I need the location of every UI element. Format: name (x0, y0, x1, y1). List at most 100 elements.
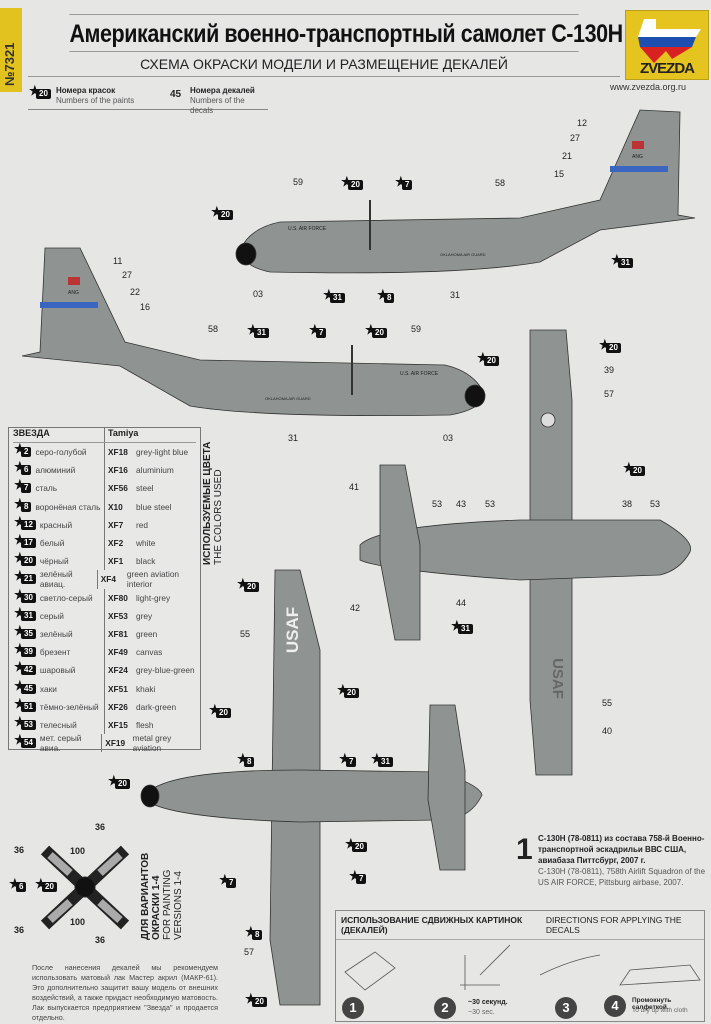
side-marking-1: U.S. AIR FORCE (288, 226, 327, 232)
paint-callout: 7 (395, 177, 413, 190)
decal-callout: 59 (411, 324, 422, 334)
color-name-en: green aviation interior (126, 569, 180, 590)
page-subtitle: СХЕМА ОКРАСКИ МОДЕЛИ И РАЗМЕЩЕНИЕ ДЕКАЛЕ… (28, 56, 620, 77)
tamiya-code: XF26 (108, 701, 128, 712)
color-name-ru: серый (39, 610, 64, 621)
paint-star-badge: 20 (14, 553, 36, 567)
propeller-diagram (40, 845, 130, 930)
color-name-ru: светло-серый (39, 592, 93, 603)
paint-callout: 20 (477, 353, 499, 366)
color-name-ru: хаки (39, 683, 57, 694)
propeller-decal-callout: 36 (95, 935, 106, 945)
tamiya-code: XF19 (105, 738, 126, 749)
decal-callout: 57 (604, 389, 615, 399)
tamiya-code: XF16 (108, 465, 128, 476)
color-name-en: dark-green (136, 701, 177, 712)
color-name-en: grey (136, 610, 153, 621)
decal-callout: 31 (450, 290, 461, 300)
paint-callout: 20 (245, 994, 267, 1007)
col-tamiya: Tamiya (108, 428, 139, 438)
decal-callout: 03 (253, 289, 264, 299)
paint-star-badge: 12 (14, 517, 36, 530)
propeller-decal-callout: 36 (14, 845, 25, 855)
tamiya-code: XF7 (108, 519, 124, 530)
paint-star-badge: 8 (14, 499, 32, 512)
propeller-decal-callout: 100 (70, 846, 86, 856)
decal-callout: 59 (293, 177, 304, 187)
versions-en-2: VERSIONS 1-4 (173, 871, 184, 940)
guard-marking-1: OKLAHOMA AIR GUARD (440, 252, 486, 257)
decal-callout: 11 (113, 256, 123, 266)
decal-callout: 58 (495, 178, 506, 188)
decal-callout: 44 (456, 598, 467, 608)
paint-callout: 31 (611, 255, 633, 268)
decal-callout: 55 (602, 698, 613, 708)
step-2-en: ~30 sec. (468, 1009, 495, 1016)
paint-callout: 8 (237, 754, 255, 767)
versions-ru-2: ОКРАСКИ 1-4 (151, 875, 162, 940)
color-name-ru: зелёный авиац. (39, 569, 73, 590)
paint-star-badge: 51 (14, 699, 36, 712)
flag-star-icon (638, 19, 701, 63)
paint-callout: 7 (219, 875, 237, 888)
step-1: 1 (342, 997, 364, 1019)
color-name-ru: шаровый (39, 665, 76, 676)
color-name-ru: серо-голубой (35, 447, 87, 458)
color-name-ru: мет. серый авиа. (39, 733, 82, 754)
step-4-en: To dry up with cloth (632, 1007, 688, 1014)
side-view-left (21, 247, 486, 416)
wing-marking-top: USAF (548, 658, 566, 699)
decal-title-ru: ИСПОЛЬЗОВАНИЕ СДВИЖНЫХ КАРТИНОК (ДЕКАЛЕЙ… (341, 915, 523, 935)
decal-callout: 57 (244, 947, 255, 957)
colors-used-ru: ИСПОЛЬЗУЕМЫЕ ЦВЕТА (202, 441, 213, 565)
decal-callout: 27 (570, 133, 581, 143)
decal-callout: 39 (604, 365, 615, 375)
tamiya-code: X10 (108, 501, 123, 512)
paint-badge: 20 (29, 86, 51, 99)
page-title: Американский военно-транспортный самолет… (69, 14, 623, 52)
propeller-paint-callout: 20 (35, 879, 57, 892)
version-en: C-130H (78-0811), 758th Airlift Squadron… (538, 867, 706, 887)
tamiya-code: XF15 (108, 719, 128, 730)
decal-callout: 31 (288, 433, 299, 443)
color-name-en: grey-blue-green (136, 665, 195, 676)
decal-callout: 53 (432, 499, 443, 509)
versions-en-1: FOR PAINTING (162, 869, 173, 940)
decal-callout: 42 (350, 603, 361, 613)
step-4: 4 (604, 995, 626, 1017)
zvezda-logo: ZVEZDA (625, 10, 709, 80)
step-2-ru: ~30 секунд. (468, 999, 508, 1006)
step-2: 2 (434, 997, 456, 1019)
paint-callout: 31 (323, 290, 345, 303)
color-name-ru: красный (39, 519, 73, 530)
paint-star-badge: 45 (14, 681, 36, 694)
color-name-ru: тёмно-зелёный (39, 701, 99, 712)
color-name-en: khaki (136, 683, 156, 694)
col-zvezda: ЗВЕЗДА (13, 428, 105, 442)
color-name-en: steel (136, 483, 154, 494)
color-name-en: red (136, 519, 148, 530)
paint-callout: 7 (349, 871, 367, 884)
tamiya-code: XF51 (108, 683, 128, 694)
color-name-en: light-grey (136, 592, 171, 603)
varnish-note: После нанесения декалей мы рекомендуем и… (32, 963, 218, 1022)
decal-callout: 43 (456, 499, 467, 509)
color-name-en: black (136, 556, 156, 567)
bottom-view (140, 569, 483, 1006)
decal-legend-en: Numbers of the decals (190, 96, 245, 115)
paint-callout: 20 (108, 776, 130, 789)
top-view (359, 329, 692, 776)
paint-star-badge: 35 (14, 626, 36, 639)
